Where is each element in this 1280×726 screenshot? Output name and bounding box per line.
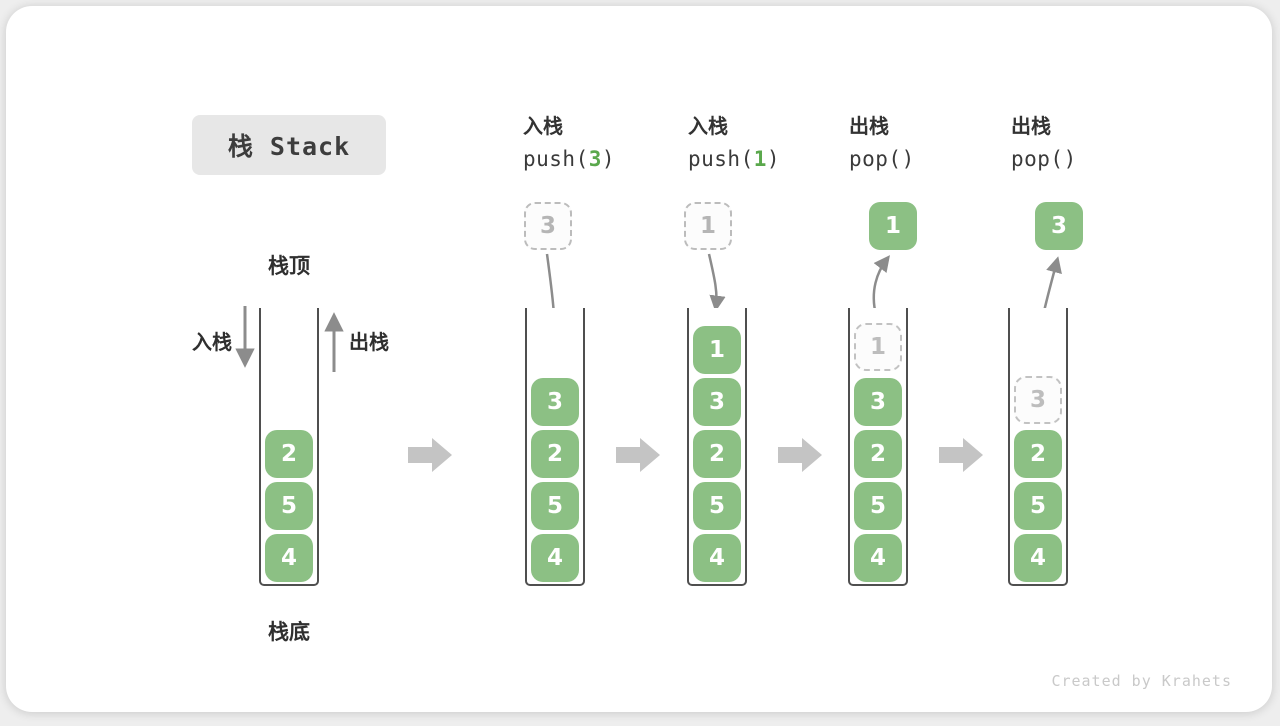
code-post: ): [1063, 147, 1077, 171]
pop-side-label: 出栈: [349, 330, 389, 354]
stack-well-initial: 2 5 4: [259, 308, 319, 586]
stack-cell: 4: [531, 534, 579, 582]
stack-cell: 5: [1014, 482, 1062, 530]
stack-cell: 5: [693, 482, 741, 530]
stack-cell: 4: [854, 534, 902, 582]
code-arg: 1: [753, 147, 767, 171]
popped-ghost-cell: 3: [1014, 376, 1062, 424]
incoming-value-box: 1: [684, 202, 732, 250]
stack-well-after-push-3: 3 2 5 4: [525, 308, 585, 586]
op-code: pop(): [849, 147, 989, 171]
stack-cell: 2: [693, 430, 741, 478]
code-pre: pop(: [1011, 147, 1064, 171]
step-arrow-2: [616, 438, 660, 472]
outgoing-value-box: 1: [869, 202, 917, 250]
stack-well-after-push-1: 1 3 2 5 4: [687, 308, 747, 586]
outgoing-value-box: 3: [1035, 202, 1083, 250]
op-label: 出栈: [1011, 114, 1051, 138]
op-label: 入栈: [523, 114, 563, 138]
stack-cell: 5: [265, 482, 313, 530]
code-pre: push(: [688, 147, 754, 171]
stack-cell: 3: [693, 378, 741, 426]
op-header-pop-1: 出栈 pop(): [849, 113, 989, 171]
stack-cell: 3: [531, 378, 579, 426]
code-arg: 3: [588, 147, 602, 171]
op-code: push(3): [523, 147, 663, 171]
incoming-value-box: 3: [524, 202, 572, 250]
step-arrow-4: [939, 438, 983, 472]
popped-ghost-cell: 1: [854, 323, 902, 371]
code-pre: push(: [523, 147, 589, 171]
stack-cell: 2: [854, 430, 902, 478]
stack-well-after-pop-3: 3 2 5 4: [1008, 308, 1068, 586]
stack-cell: 5: [854, 482, 902, 530]
stack-top-label: 栈顶: [268, 254, 310, 278]
op-header-push-3: 入栈 push(3): [523, 113, 663, 171]
watermark: Created by Krahets: [1051, 672, 1232, 690]
stack-cell: 2: [265, 430, 313, 478]
stack-cell: 4: [1014, 534, 1062, 582]
op-label: 出栈: [849, 114, 889, 138]
op-header-pop-3: 出栈 pop(): [1011, 113, 1151, 171]
code-post: ): [901, 147, 915, 171]
stack-cell: 4: [265, 534, 313, 582]
stack-cell: 3: [854, 378, 902, 426]
op-code: pop(): [1011, 147, 1151, 171]
code-pre: pop(: [849, 147, 902, 171]
code-post: ): [601, 147, 616, 171]
step-arrow-3: [778, 438, 822, 472]
push-side-label: 入栈: [192, 330, 232, 354]
push-1-flow-arrow: [707, 253, 726, 312]
pop-1-flow-arrow: [872, 255, 890, 316]
stack-bottom-label: 栈底: [268, 620, 310, 644]
stack-cell: 4: [693, 534, 741, 582]
code-post: ): [766, 147, 781, 171]
stack-cell: 1: [693, 326, 741, 374]
op-label: 入栈: [688, 114, 728, 138]
diagram-card: 栈 Stack 栈顶 栈底 入栈 出栈 入栈 push(3) 入栈 push(1…: [6, 6, 1272, 712]
diagram-title: 栈 Stack: [192, 115, 386, 175]
stack-cell: 2: [531, 430, 579, 478]
step-arrow-1: [408, 438, 452, 472]
op-header-push-1: 入栈 push(1): [688, 113, 828, 171]
op-code: push(1): [688, 147, 828, 171]
stack-well-after-pop-1: 1 3 2 5 4: [848, 308, 908, 586]
stack-cell: 2: [1014, 430, 1062, 478]
stack-cell: 5: [531, 482, 579, 530]
